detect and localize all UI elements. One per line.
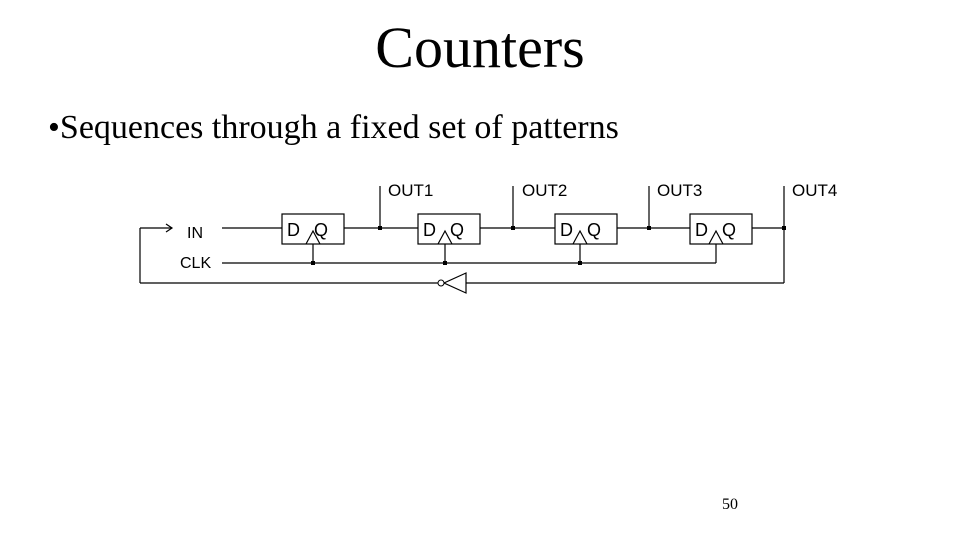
page-number: 50 [722, 496, 738, 513]
ff1-q-label: Q [314, 220, 328, 240]
output-label-1: OUT1 [388, 181, 433, 200]
ff4-q-label: Q [722, 220, 736, 240]
clock-label: CLK [180, 255, 211, 272]
ff2-d-label: D [423, 220, 436, 240]
input-label: IN [187, 225, 203, 242]
bullet-point: •Sequences through a fixed set of patter… [48, 109, 619, 146]
inverter-bubble [437, 279, 445, 287]
ff2-q-label: Q [450, 220, 464, 240]
flipflop-2: D Q [417, 213, 481, 265]
arrow-icon [165, 223, 174, 233]
flipflop-3: D Q [554, 213, 618, 265]
slide-title: Counters [375, 15, 585, 80]
flipflop-1: D Q [281, 213, 345, 265]
ff3-q-label: Q [587, 220, 601, 240]
inverter-icon [442, 272, 467, 294]
output-label-4: OUT4 [792, 181, 837, 200]
output-label-3: OUT3 [657, 181, 702, 200]
ff1-d-label: D [287, 220, 300, 240]
flipflop-4: D Q [689, 213, 753, 263]
ff4-d-label: D [695, 220, 708, 240]
ff3-d-label: D [560, 220, 573, 240]
output-label-2: OUT2 [522, 181, 567, 200]
